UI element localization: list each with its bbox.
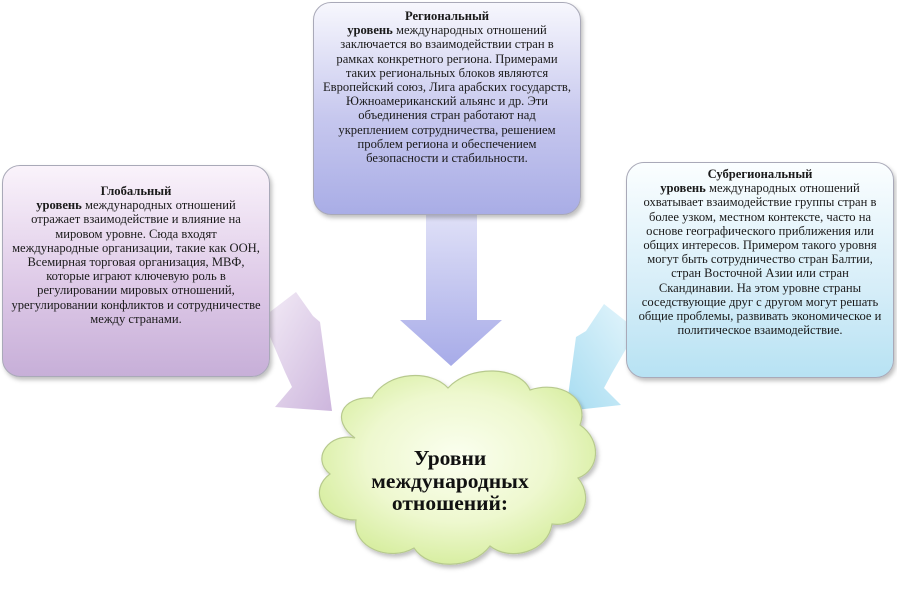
arrow-subregional (566, 304, 637, 411)
arrow-regional (400, 215, 502, 366)
cloud-shape (318, 370, 597, 565)
regional-text: международных отношений заключается во в… (322, 23, 572, 166)
center-title: Уровни международных отношений: (330, 447, 570, 515)
subregional-title: Субрегиональный (707, 167, 813, 181)
subregional-description: уровень международных отношений охватыва… (635, 181, 885, 337)
center-title-line2: международных (371, 468, 529, 493)
center-title-line1: Уровни (413, 446, 487, 470)
global-title: Глобальный (100, 184, 172, 198)
global-text: международных отношений отражает взаимод… (11, 198, 261, 326)
regional-description: уровень международных отношений заключае… (322, 23, 572, 165)
global-description: уровень международных отношений отражает… (11, 198, 261, 326)
center-title-line3: отношений: (391, 491, 509, 515)
regional-lead: уровень (347, 23, 393, 38)
regional-title: Региональный (404, 9, 490, 23)
global-level-box: Глобальный уровень международных отношен… (2, 165, 270, 377)
regional-level-box: Региональный уровень международных отнош… (313, 2, 581, 215)
arrow-global (262, 292, 332, 411)
subregional-level-box: Субрегиональный уровень международных от… (626, 162, 894, 378)
subregional-text: международных отношений охватывает взаим… (638, 181, 882, 338)
subregional-lead: уровень (660, 181, 706, 196)
global-lead: уровень (36, 198, 82, 213)
